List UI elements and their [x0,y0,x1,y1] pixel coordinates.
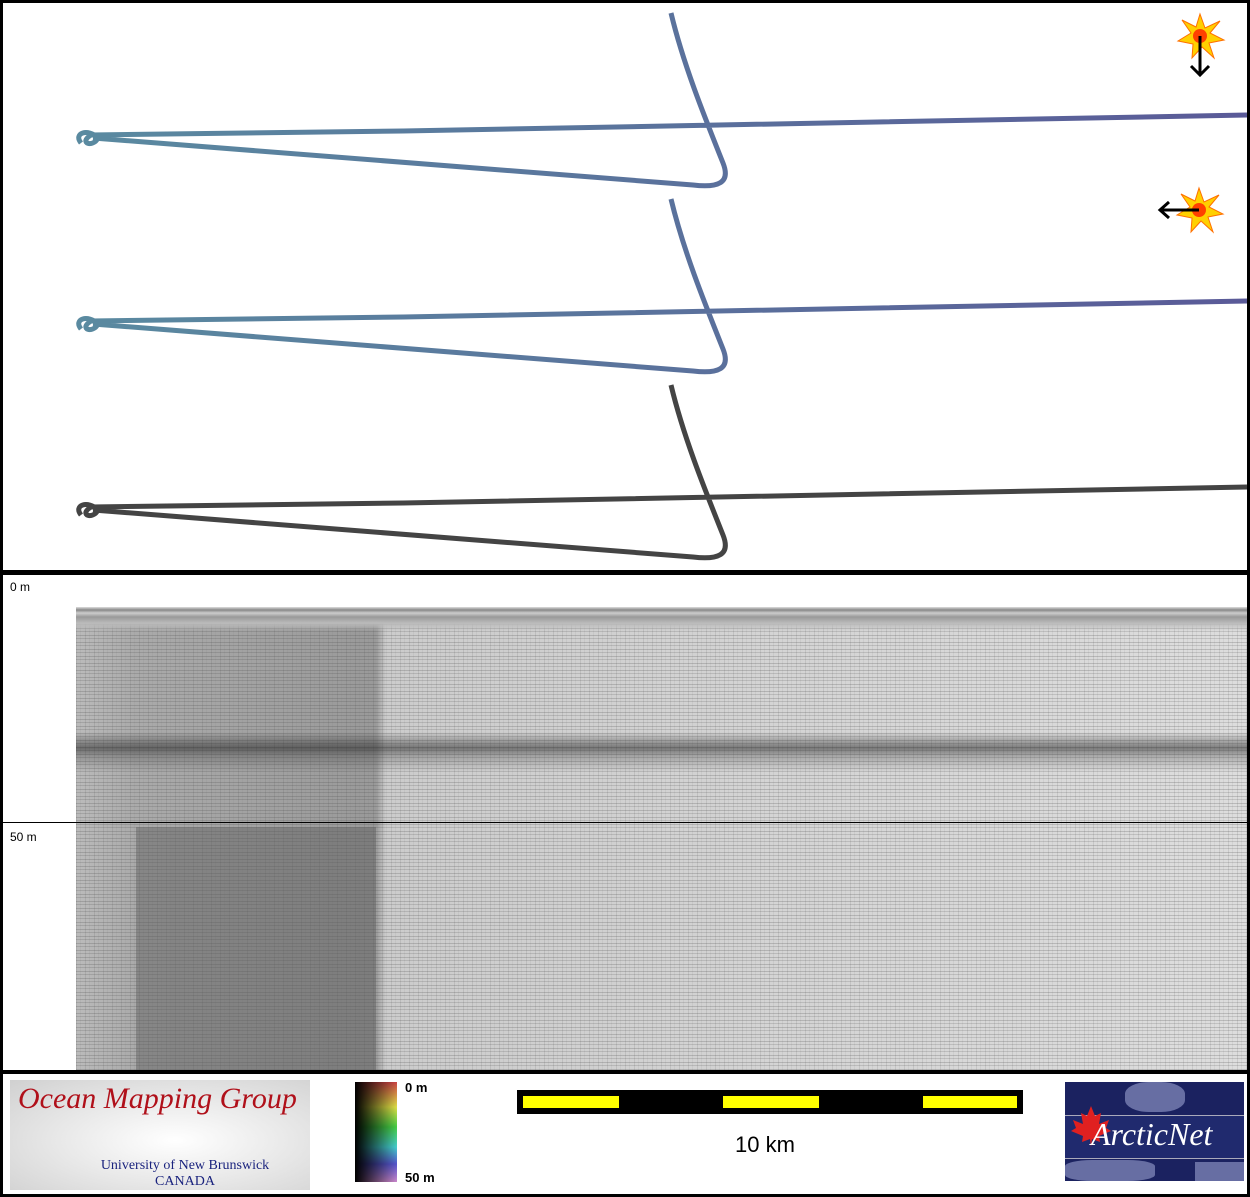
survey-track-3 [79,385,1247,558]
arcticnet-text: ArcticNet [1091,1116,1213,1152]
sonar-echogram [76,607,1247,1070]
arcticnet-logo: ArcticNet [1065,1082,1244,1181]
depth-colorbar [355,1082,397,1182]
maple-leaf-icon [1071,1106,1111,1147]
survey-track-2 [79,199,1247,372]
omg-country: CANADA [155,1174,215,1189]
sun-west-icon [1157,187,1224,233]
depth-label-50m: 50 m [10,830,37,844]
track-map [3,3,1247,570]
ocean-mapping-group-logo: Ocean Mapping Group University of New Br… [10,1080,310,1190]
legend-footer: Ocean Mapping Group University of New Br… [3,1074,1247,1194]
sonar-profile-panel: 0 m 50 m [3,575,1247,1070]
depth-label-0m: 0 m [10,580,31,594]
bathymetry-map-panel [3,3,1247,570]
colorbar-bottom-label: 50 m [405,1170,435,1185]
seabed-reflector [76,732,1247,772]
omg-title: Ocean Mapping Group [18,1082,297,1115]
depth-50m-line [3,822,1247,823]
colorbar-top-label: 0 m [405,1080,428,1095]
scale-bar-label: 10 km [735,1132,795,1157]
survey-track-1 [79,13,1247,186]
noise-region [136,827,376,1070]
sun-south-icon [1177,13,1225,78]
omg-university: University of New Brunswick [100,1158,270,1173]
scale-bar [517,1090,1023,1114]
